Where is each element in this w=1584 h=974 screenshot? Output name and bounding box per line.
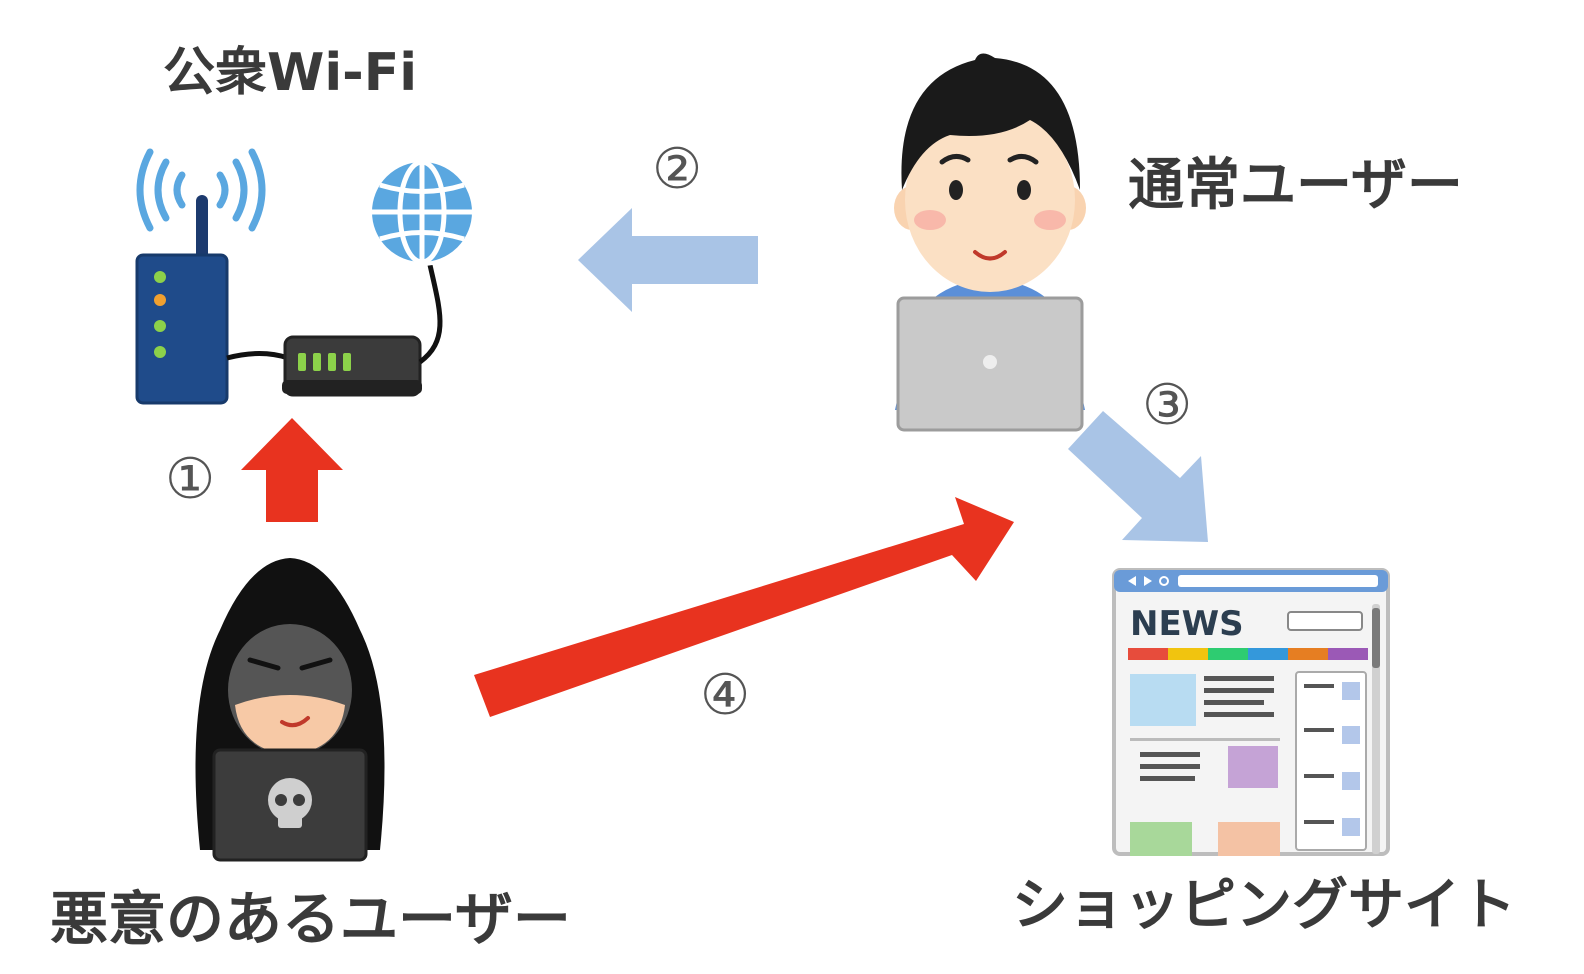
- router-icon: [135, 253, 229, 405]
- news-masthead: NEWS: [1130, 604, 1244, 644]
- arrow-step-1: [241, 418, 343, 522]
- malicious-user-label: 悪意のあるユーザー: [50, 885, 571, 953]
- arrow-step-3: [1068, 411, 1208, 542]
- news-search-box: [1287, 611, 1363, 631]
- step-3-number: ③: [1142, 373, 1193, 438]
- normal-user-label: 通常ユーザー: [1128, 153, 1463, 218]
- step-1-number: ①: [165, 447, 216, 512]
- wifi-signal-icon: [136, 148, 266, 232]
- step-4-number: ④: [700, 663, 751, 728]
- arrow-step-2: [578, 208, 758, 312]
- shopping-site-label: ショッピングサイト: [1012, 873, 1516, 938]
- wifi-label: 公衆Wi-Fi: [163, 43, 418, 103]
- wifi-router-illustration: [135, 148, 476, 405]
- step-2-number: ②: [652, 137, 703, 202]
- browser-back-icon: [1128, 576, 1136, 586]
- normal-user-illustration: [894, 53, 1086, 432]
- malicious-user-illustration: [195, 558, 385, 862]
- skull-icon: [268, 778, 312, 828]
- arrow-step-4: [474, 497, 1014, 717]
- browser-address-bar: [1178, 575, 1378, 587]
- browser-reload-icon: [1159, 576, 1169, 586]
- browser-forward-icon: [1144, 576, 1152, 586]
- globe-icon: [368, 158, 476, 266]
- shopping-site-illustration: NEWS: [1112, 568, 1390, 856]
